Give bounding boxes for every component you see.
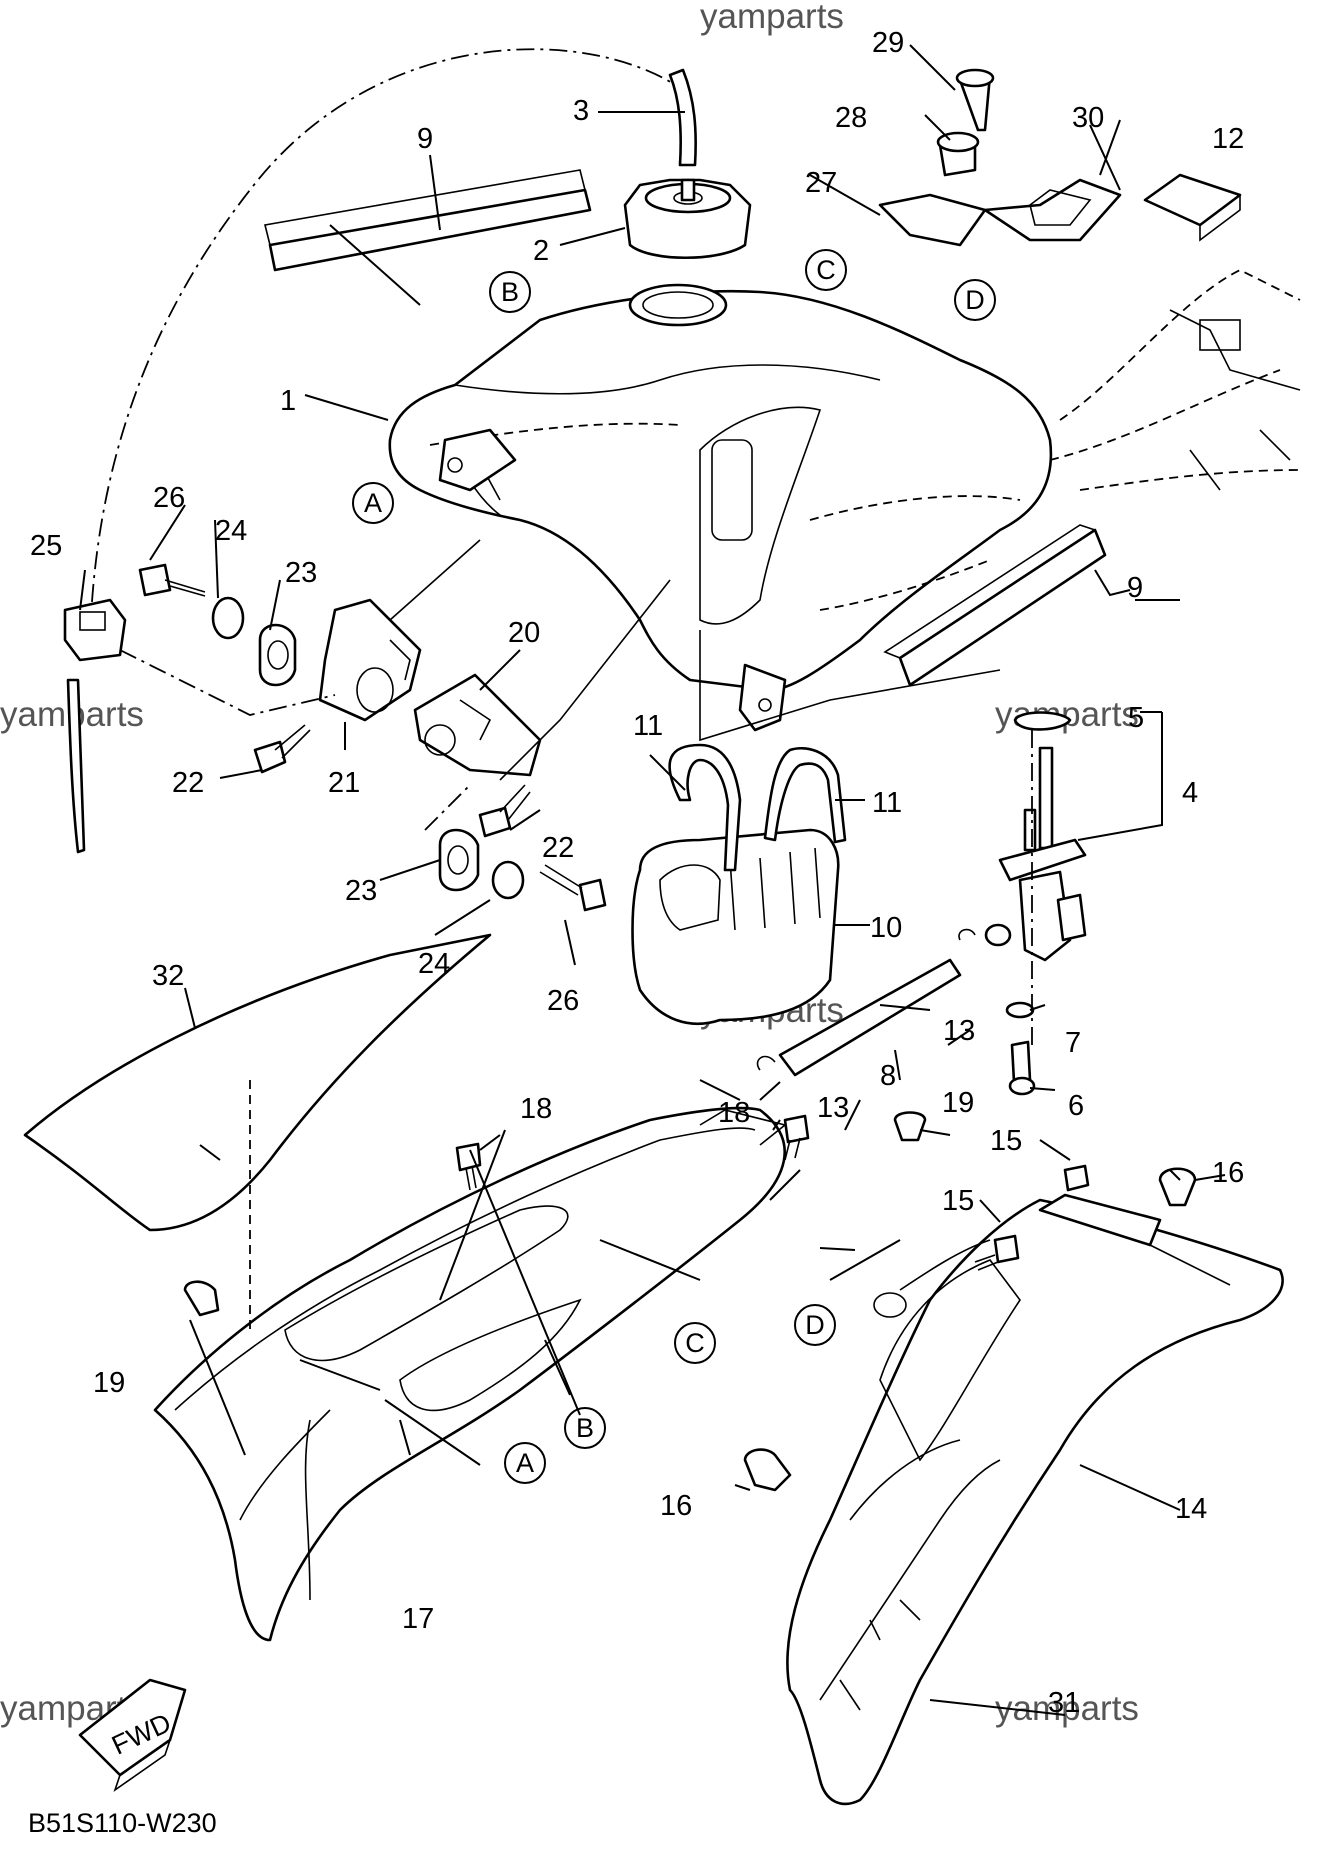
rubber-strip-upper: [264, 169, 592, 272]
left-mount-hardware: [63, 539, 671, 912]
label-19-right: 19: [942, 1087, 974, 1119]
label-12: 12: [1212, 123, 1244, 155]
label-28: 28: [835, 102, 867, 134]
label-9-bottom: 9: [1127, 572, 1143, 604]
label-4: 4: [1182, 777, 1198, 809]
ref-letter-d-tank: D: [965, 285, 985, 315]
label-16-top: 16: [1212, 1157, 1244, 1189]
watermark-bottom-right: yamparts: [995, 1689, 1139, 1728]
label-26-bottom: 26: [547, 985, 579, 1017]
label-30: 30: [1072, 102, 1104, 134]
frame-outline: [1049, 268, 1301, 491]
label-10: 10: [870, 912, 902, 944]
ref-letter-a-shroud: A: [516, 1448, 534, 1478]
label-27: 27: [805, 167, 837, 199]
label-11-left: 11: [633, 710, 663, 742]
ref-letter-b-shroud: B: [576, 1413, 594, 1443]
label-17: 17: [402, 1603, 434, 1635]
filler-cap: [623, 178, 752, 260]
label-26-top: 26: [153, 482, 185, 514]
label-14: 14: [1175, 1493, 1207, 1525]
diagram-code: B51S110-W230: [28, 1808, 217, 1838]
shroud-fasteners: [183, 1111, 1197, 1492]
label-18-right: 18: [718, 1097, 750, 1129]
label-15-lower: 15: [942, 1185, 974, 1217]
label-15-top: 15: [990, 1125, 1022, 1157]
label-2: 2: [533, 235, 549, 267]
label-29: 29: [872, 27, 904, 59]
label-6: 6: [1068, 1090, 1084, 1122]
ref-letter-d-shroud: D: [805, 1310, 825, 1340]
label-5: 5: [1128, 702, 1144, 734]
label-31: 31: [1048, 1687, 1080, 1719]
label-22-left: 22: [172, 767, 204, 799]
label-9-top: 9: [417, 123, 433, 155]
label-23-top: 23: [285, 557, 317, 589]
ref-letter-a-tank: A: [364, 488, 382, 518]
ref-letter-b-tank: B: [501, 277, 519, 307]
part-labels: 3 2 9 1 29 28 27 30 12 9 26 24 23 25 20 …: [30, 27, 1244, 1719]
right-shroud: [786, 1193, 1284, 1806]
breather-hose: [66, 48, 697, 854]
label-24-bottom: 24: [418, 948, 450, 980]
label-13-right: 13: [943, 1015, 975, 1047]
label-20: 20: [508, 617, 540, 649]
rubber-cover-and-straps: [631, 743, 847, 1025]
fuel-cock-assembly: [756, 711, 1087, 1096]
left-shroud: [23, 933, 787, 1642]
label-11-right: 11: [872, 787, 902, 819]
label-3: 3: [573, 95, 589, 127]
top-right-small-parts: [878, 68, 1242, 247]
label-22-right: 22: [542, 832, 574, 864]
label-32: 32: [152, 960, 184, 992]
label-19-left: 19: [93, 1367, 125, 1399]
label-24-top: 24: [215, 515, 247, 547]
ref-letter-c-tank: C: [816, 255, 836, 285]
ref-letter-c-shroud: C: [685, 1328, 705, 1358]
reference-markers: B C D A C D B A: [352, 249, 996, 1484]
label-8: 8: [880, 1060, 896, 1092]
label-7: 7: [1065, 1027, 1081, 1059]
label-21: 21: [328, 767, 360, 799]
leader-lines: [79, 44, 1226, 1716]
label-13-left: 13: [817, 1092, 849, 1124]
label-16-bottom: 16: [660, 1490, 692, 1522]
label-25: 25: [30, 530, 62, 562]
label-1: 1: [280, 385, 296, 417]
label-23-bottom: 23: [345, 875, 377, 907]
watermark-right: yamparts: [995, 695, 1139, 734]
rubber-strip-lower: [883, 524, 1107, 687]
watermark-top: yamparts: [700, 0, 844, 36]
label-18-left: 18: [520, 1093, 552, 1125]
fuel-tank: [388, 283, 1053, 742]
